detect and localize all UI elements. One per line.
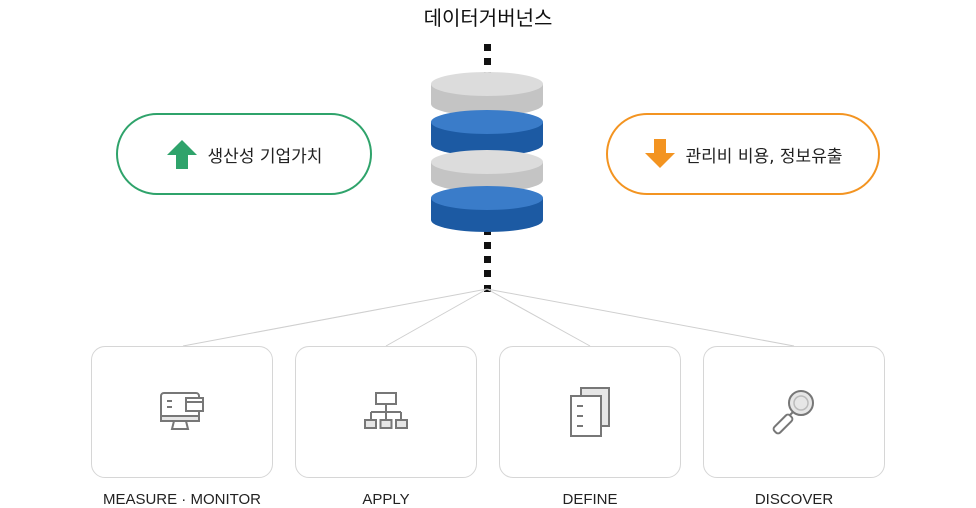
benefit-increase-pill: 생산성 기업가치 bbox=[116, 113, 372, 195]
magnifier-icon bbox=[772, 390, 814, 435]
monitor-icon bbox=[160, 392, 204, 430]
stage-card-measure-monitor bbox=[91, 346, 273, 478]
dotted-spine-bottom bbox=[484, 228, 491, 292]
arrow-down-icon bbox=[644, 139, 675, 168]
disk-gray-1 bbox=[431, 72, 543, 116]
diagram-title: 데이터거버넌스 bbox=[423, 6, 553, 30]
disk-gray-2 bbox=[431, 150, 543, 192]
stage-card-discover bbox=[703, 346, 885, 478]
connector-lines bbox=[182, 288, 795, 347]
stage-label-apply: APPLY bbox=[362, 491, 410, 508]
disk-blue-2 bbox=[431, 186, 543, 232]
org-chart-icon bbox=[364, 392, 408, 429]
benefit-decrease-label: 관리비 비용, 정보유출 bbox=[685, 146, 843, 167]
documents-icon bbox=[570, 387, 610, 437]
arrow-up-icon bbox=[166, 140, 197, 169]
benefit-increase-label: 생산성 기업가치 bbox=[207, 146, 323, 167]
stage-label-define: DEFINE bbox=[562, 491, 618, 508]
stage-card-define bbox=[499, 346, 681, 478]
database-stack-icon bbox=[431, 72, 543, 232]
disk-blue-1 bbox=[431, 110, 543, 156]
stage-label-discover: DISCOVER bbox=[754, 491, 834, 508]
stage-card-apply bbox=[295, 346, 477, 478]
benefit-decrease-pill: 관리비 비용, 정보유출 bbox=[606, 113, 880, 195]
stage-label-measure-monitor: MEASURE · MONITOR bbox=[102, 491, 262, 508]
